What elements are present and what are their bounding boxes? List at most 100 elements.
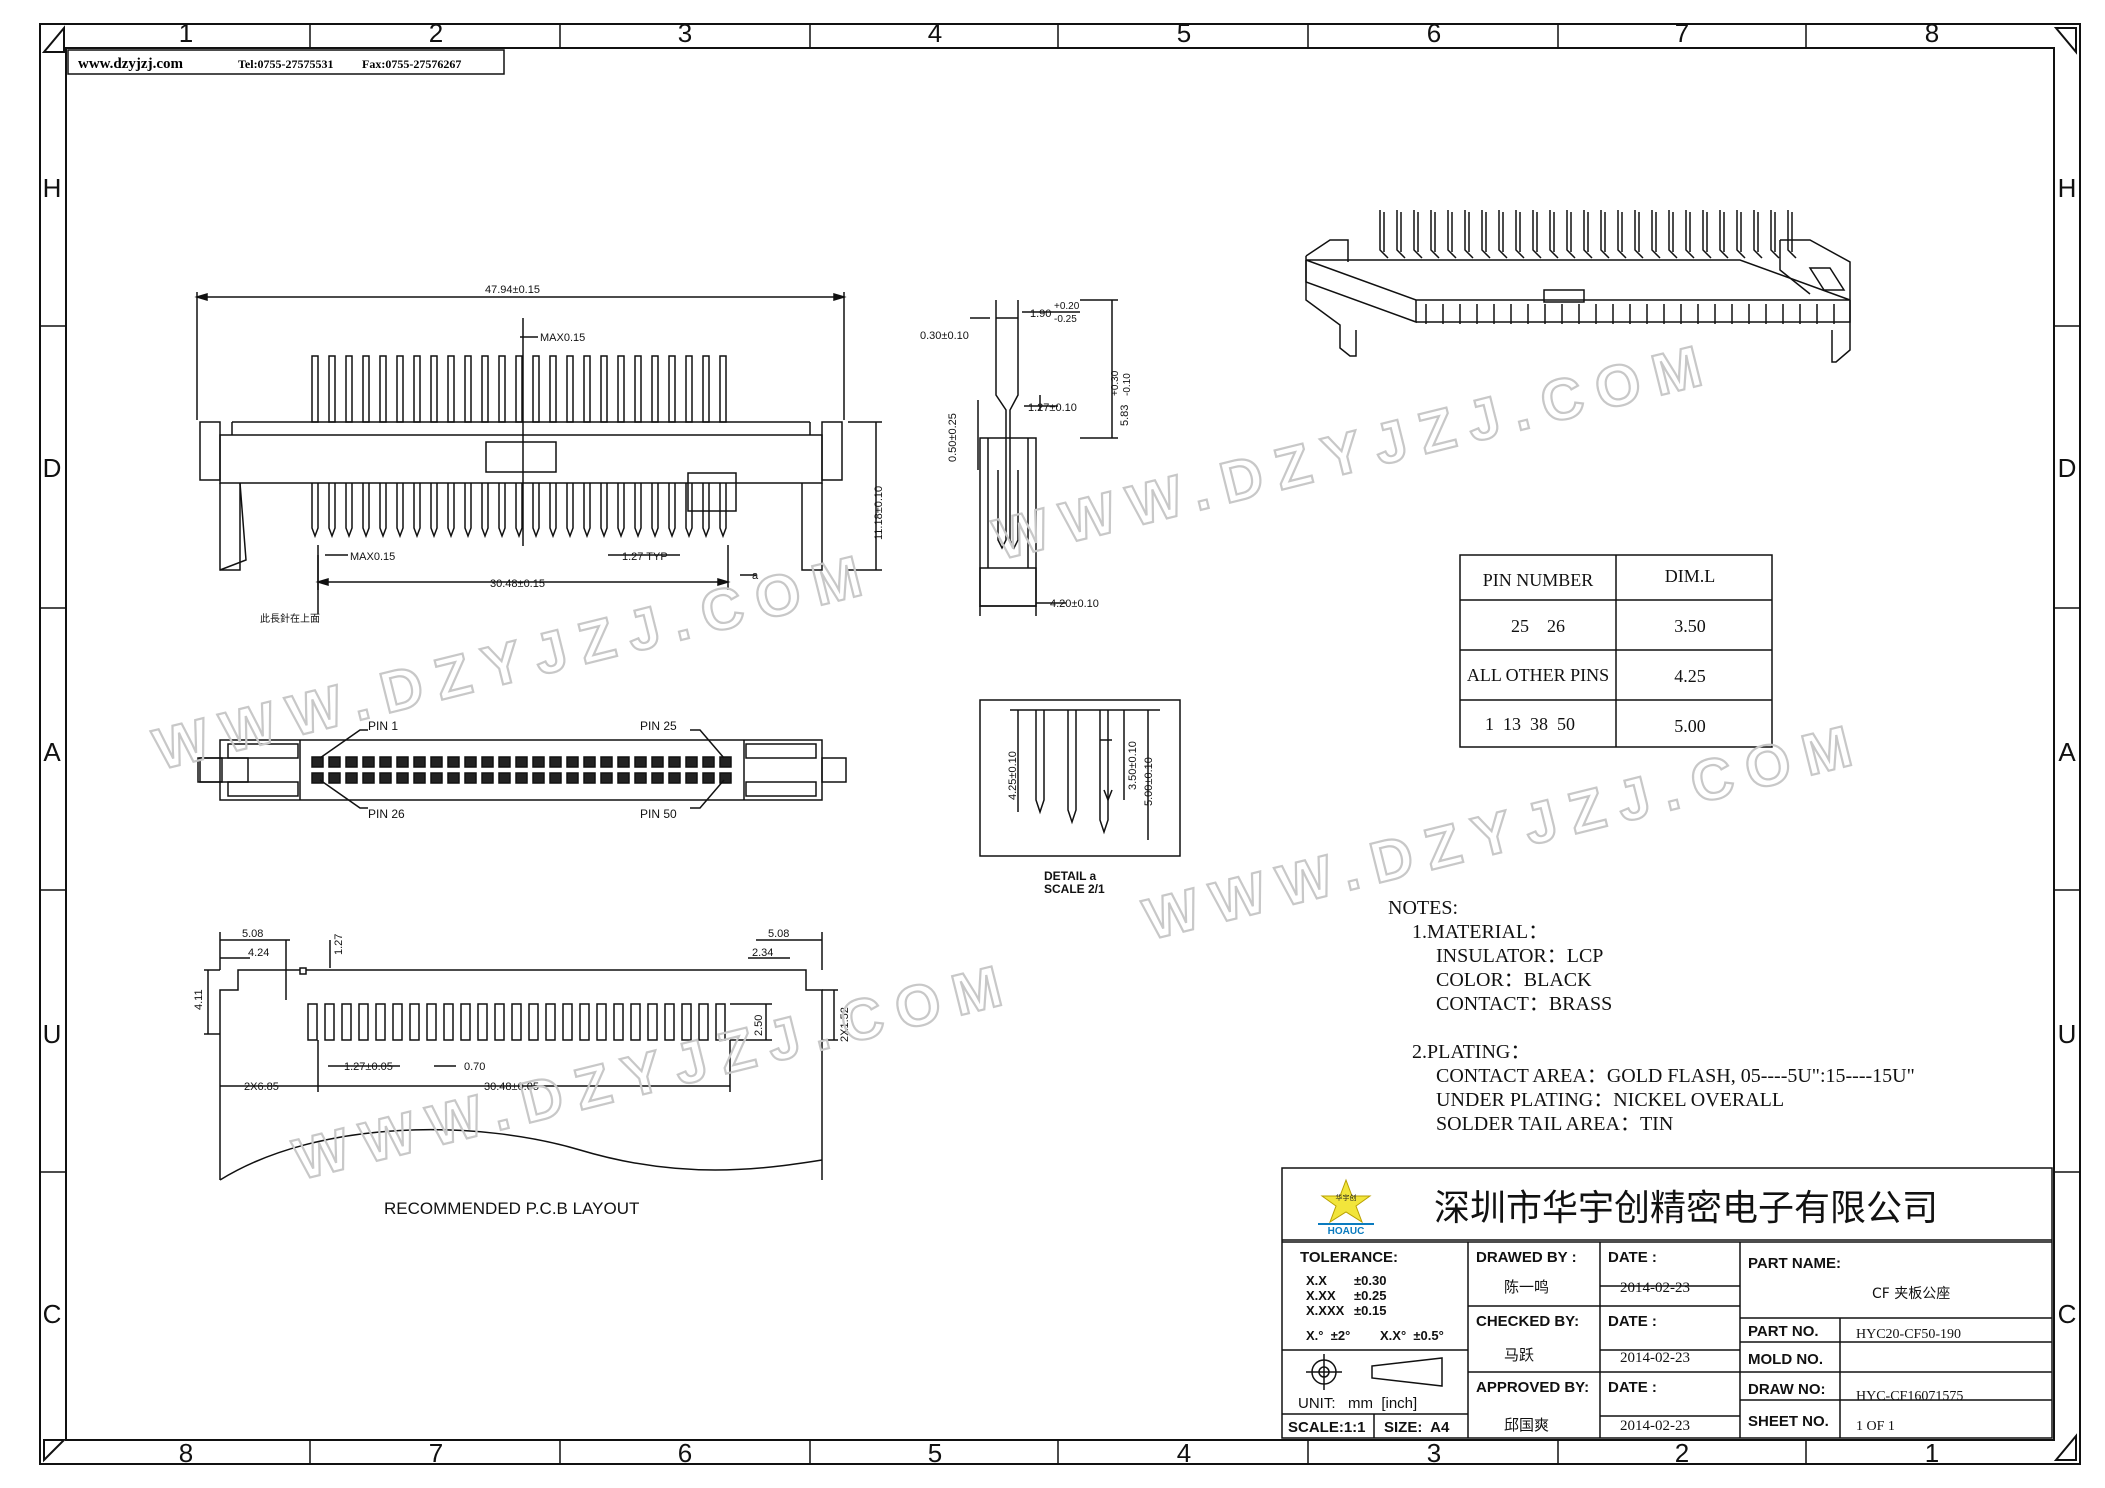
checked-by-name: 马跃 [1504,1346,1534,1364]
grid-col-label-bottom: 7 [429,1438,443,1468]
dim-height: 11.18±0.10 [873,486,885,540]
pcb-dim-508-right: 5.08 [768,928,789,940]
dim-height-minus: -0.10 [1122,373,1133,396]
front-pin-tail [719,483,727,539]
draw-no-label: DRAW NO: [1748,1381,1826,1398]
front-pin-tail [651,483,659,539]
note-cn: 此長針在上面 [260,612,320,625]
tol-xxxx-value: ±0.15 [1354,1303,1386,1318]
iso-pin-top [1464,210,1474,259]
top-pin-row2 [634,772,647,784]
iso-pin-top [1498,210,1508,259]
tol-xxx-label: X.XX [1306,1288,1336,1303]
pcb-pad [715,1003,726,1041]
grid-col-label-top: 5 [1177,18,1191,48]
pcb-pad [545,1003,556,1041]
iso-pin-top [1787,210,1797,259]
front-pin-top [515,355,523,423]
grid-col-label-top: 1 [179,18,193,48]
iso-pin-top [1481,210,1491,259]
checked-by-label: CHECKED BY: [1476,1313,1579,1330]
scale-value: SCALE:1:1 [1288,1419,1366,1436]
top-pin-row1 [498,756,511,768]
logo-star-icon [1320,1178,1372,1224]
front-pin-tail [396,483,404,539]
notes-line-3: COLOR：BLACK [1436,969,1592,991]
grid-row-label-right: A [2058,737,2076,767]
header-website[interactable]: www.dzyjzj.com [78,56,183,72]
front-pin-tail [430,483,438,539]
corner-arrow-bl-icon [43,1439,67,1463]
dim-overall-width: 47.94±0.15 [485,284,540,296]
pcb-dim-127: 1.27 [333,934,345,955]
front-pin-top [464,355,472,423]
pcb-dim-2x152: 2X1.52 [839,1007,851,1042]
pcb-dim-span: 30.48±0.05 [484,1081,539,1093]
front-pin-tail [549,483,557,539]
top-pin-row2 [566,772,579,784]
front-pin-tail [447,483,455,539]
top-view-labels: PIN 1 PIN 25 PIN 26 PIN 50 [368,719,677,821]
label-pin1: PIN 1 [368,719,398,733]
top-pin-row2 [498,772,511,784]
grid-row-label-left: A [43,737,61,767]
top-pin-row1 [464,756,477,768]
pcb-pad [494,1003,505,1041]
top-pin-row2 [379,772,392,784]
front-pin-top [685,355,693,423]
date-2: 2014-02-23 [1620,1350,1690,1366]
top-view [197,729,847,809]
pin-table-row3-pins: 1 13 38 50 [1485,714,1575,734]
dim-width-minus: -0.25 [1054,314,1077,325]
front-pin-top [345,355,353,423]
watermark-1: WWW.DZYJZJ.COM [147,540,881,782]
front-pin-top [447,355,455,423]
front-pin-tail [532,483,540,539]
iso-pin-top [1702,210,1712,259]
iso-pin-top [1413,210,1423,259]
grid-row-label-left: C [43,1299,62,1329]
pcb-pad [375,1003,386,1041]
pcb-pad [613,1003,624,1041]
top-pin-row2 [702,772,715,784]
grid-row-label-right: H [2058,173,2077,203]
dim-offset: 0.50±0.25 [947,413,959,462]
front-pin-tail [668,483,676,539]
inner-border [65,47,2055,1441]
top-pin-row2 [328,772,341,784]
pcb-pad [511,1003,522,1041]
logo-text: HOAUC [1328,1226,1365,1237]
top-pin-row1 [702,756,715,768]
dim-depth: 4.20±0.10 [1050,598,1099,610]
pcb-pad [664,1003,675,1041]
top-pin-row2 [515,772,528,784]
top-pin-row2 [396,772,409,784]
part-name-value: CF 夹板公座 [1872,1286,1950,1302]
date-1: 2014-02-23 [1620,1280,1690,1296]
watermark-2: WWW.DZYJZJ.COM [287,950,1021,1192]
title-block-logo: 华宇创 HOAUC [1318,1178,1374,1237]
notes-line-6: CONTACT AREA：GOLD FLASH, 05----5U":15---… [1436,1065,1915,1087]
front-pin-top [719,355,727,423]
front-pin-tail [379,483,387,539]
pcb-pad [409,1003,420,1041]
pcb-pad [579,1003,590,1041]
pcb-pad [698,1003,709,1041]
front-pin-tail [583,483,591,539]
pin-table [1459,554,1773,748]
front-pin-tail [481,483,489,539]
top-pin-row1 [396,756,409,768]
front-pin-top [549,355,557,423]
top-pin-row2 [685,772,698,784]
part-no-value: HYC20-CF50-190 [1856,1327,1961,1342]
front-pin-tail [515,483,523,539]
front-pin-top [498,355,506,423]
sheet-no-label: SHEET NO. [1748,1413,1829,1430]
dim-max-top: MAX0.15 [540,332,585,344]
dim-pin-span: 30.48±0.15 [490,578,545,590]
tol-angle-1: X.° ±2° [1306,1328,1350,1343]
top-pin-row1 [481,756,494,768]
grid-row-label-right: C [2058,1299,2077,1329]
pcb-layout-view [204,932,838,1181]
